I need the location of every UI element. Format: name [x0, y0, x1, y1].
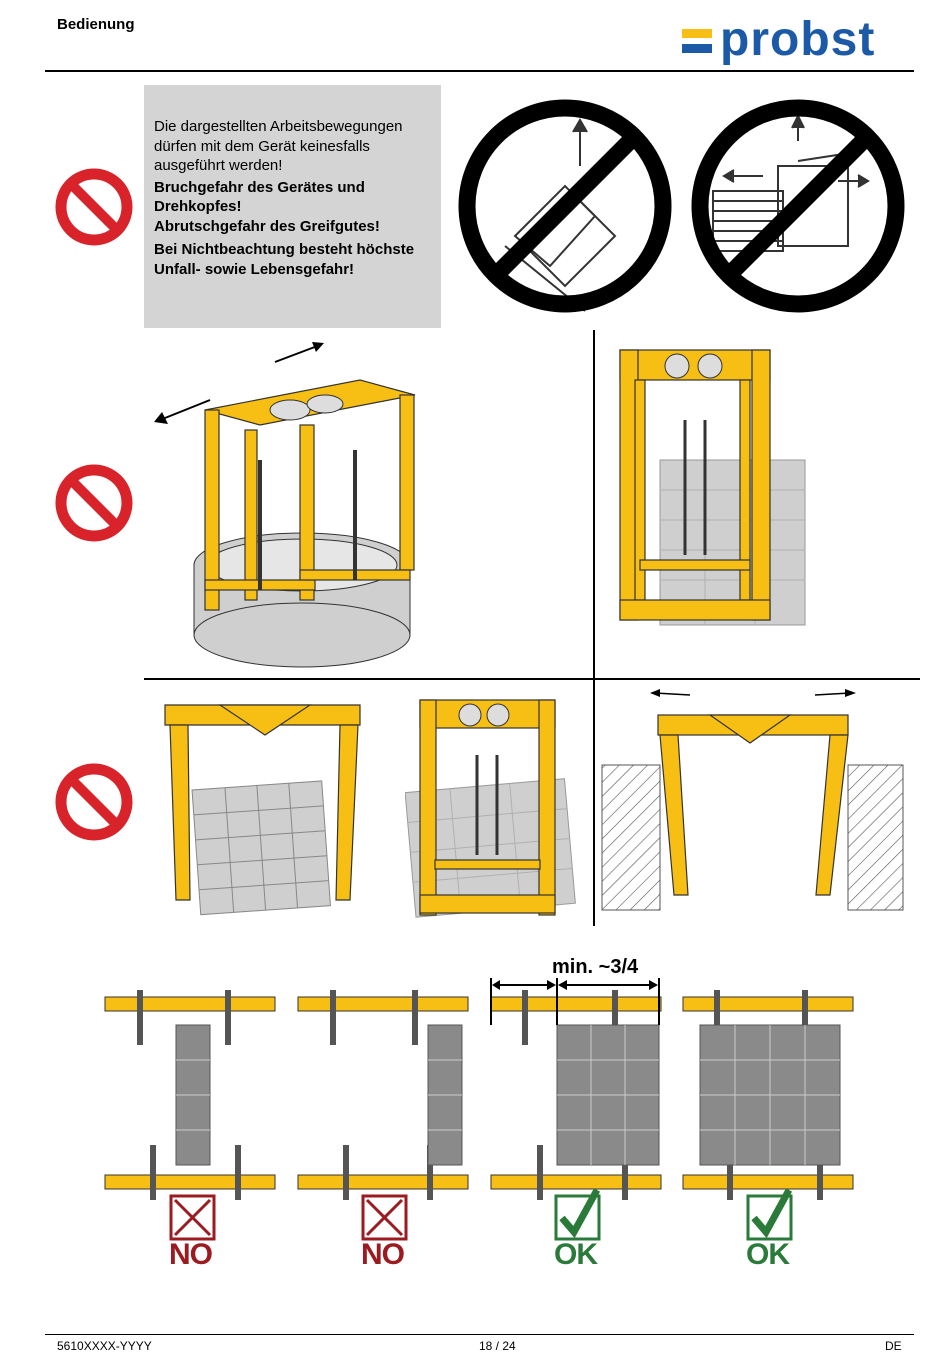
warning-slip: Abrutschgefahr des Greifgutes!	[154, 217, 439, 237]
grip-example-narrow	[105, 990, 275, 1200]
tilted-front-illustration	[405, 695, 580, 920]
no-label: NO	[361, 1238, 404, 1272]
min-three-quarter-label: min. ~3/4	[552, 956, 638, 979]
ok-label: OK	[554, 1238, 597, 1272]
warning-danger: Bei Nichtbeachtung besteht höchste Unfal…	[154, 240, 439, 279]
page-number: 18 / 24	[479, 1339, 516, 1353]
cross-icon	[171, 1196, 214, 1239]
warning-breakage: Bruchgefahr des Gerätes und Drehkopfes!	[154, 178, 439, 217]
grip-examples	[100, 950, 870, 1280]
grid-divider-vertical	[593, 330, 595, 926]
cross-icon	[363, 1196, 406, 1239]
grid-divider-horizontal	[144, 678, 920, 680]
check-icon	[748, 1190, 791, 1239]
prohibition-icon	[53, 761, 135, 843]
check-icon	[556, 1190, 599, 1239]
language-code: DE	[885, 1339, 902, 1353]
forbidden-swing-icon	[688, 96, 913, 316]
front-gripper-illustration	[615, 340, 815, 630]
prohibition-icon	[53, 462, 135, 544]
tilted-stack-illustration	[160, 690, 370, 920]
grip-example-three-quarter	[491, 978, 661, 1200]
document-number: 5610XXXX-YYYY	[57, 1339, 152, 1353]
forbidden-tilt-icon	[455, 96, 680, 316]
grip-example-edge	[298, 990, 468, 1200]
warning-intro: Die dargestellten Arbeitsbewegungen dürf…	[154, 117, 439, 176]
wall-collision-illustration	[600, 685, 905, 915]
warning-text: Die dargestellten Arbeitsbewegungen dürf…	[154, 117, 439, 279]
grip-example-full	[683, 990, 853, 1200]
no-label: NO	[169, 1238, 212, 1272]
page-header-title: Bedienung	[57, 16, 135, 33]
footer-divider	[45, 1334, 914, 1335]
probst-logo: probst	[680, 18, 910, 68]
prohibition-icon	[53, 166, 135, 248]
ok-label: OK	[746, 1238, 789, 1272]
header-divider	[45, 70, 914, 72]
logo-text: probst	[720, 12, 875, 67]
rotating-gripper-illustration	[150, 340, 450, 670]
